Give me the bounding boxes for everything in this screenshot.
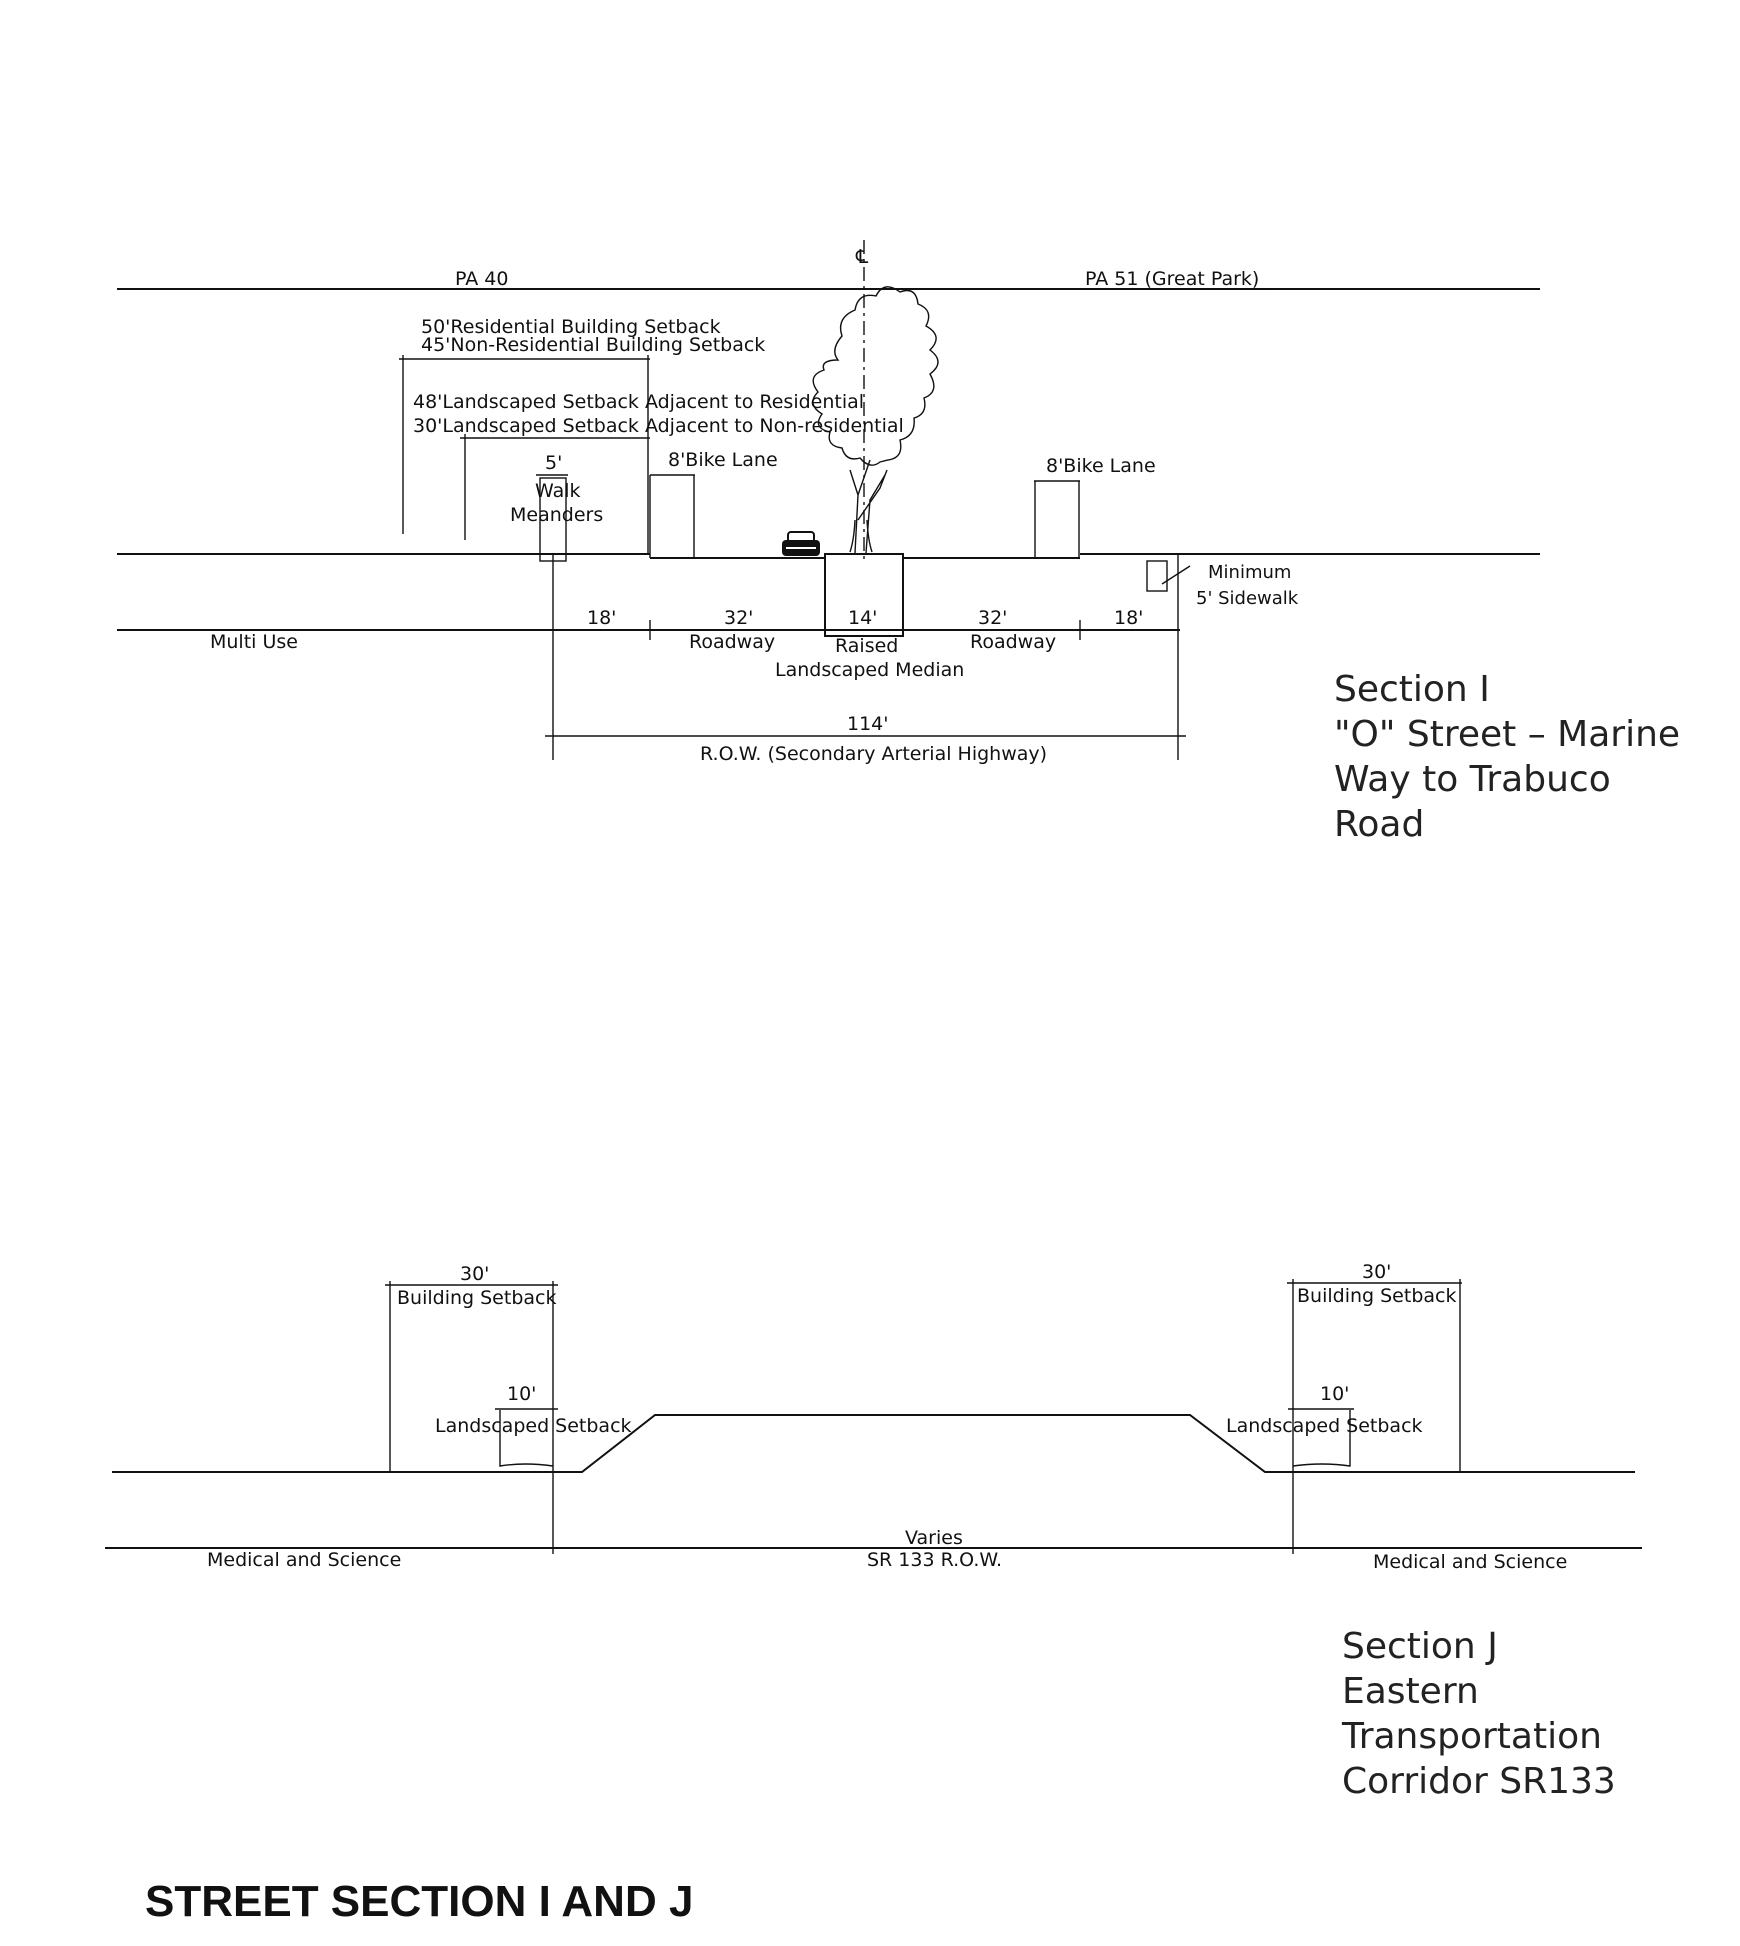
median-label-2: Landscaped Median xyxy=(775,659,964,681)
roadway-left-dim: 32' xyxy=(724,607,753,629)
bike-lane-left-label: 8'Bike Lane xyxy=(668,449,778,471)
page-title: STREET SECTION I AND J xyxy=(145,1877,693,1926)
right-area-label: PA 51 (Great Park) xyxy=(1085,268,1259,290)
section-j-title-1: Section J xyxy=(1342,1626,1498,1667)
walk-width-label: 5' xyxy=(545,452,562,474)
section-i-title-2: "O" Street – Marine xyxy=(1334,714,1680,755)
sr133-profile xyxy=(112,1414,1635,1473)
parkway-right-dim: 18' xyxy=(1114,607,1143,629)
row-label: R.O.W. (Secondary Arterial Highway) xyxy=(700,743,1047,765)
roadway-left-label: Roadway xyxy=(689,631,775,653)
right-landscaped-label: Landscaped Setback xyxy=(1226,1415,1423,1437)
left-setback-label: Building Setback xyxy=(397,1287,556,1309)
right-setback-label: Building Setback xyxy=(1297,1285,1456,1307)
bike-lane-right-label: 8'Bike Lane xyxy=(1046,455,1156,477)
roadway-right-dim: 32' xyxy=(978,607,1007,629)
right-land-use: Medical and Science xyxy=(1373,1551,1567,1573)
residential-setback-label: 50'Residential Building Setback xyxy=(421,316,721,338)
landscaped-nonresidential-label: 30'Landscaped Setback Adjacent to Non-re… xyxy=(413,415,904,437)
right-landscaped-dim: 10' xyxy=(1320,1383,1349,1405)
multi-use-label: Multi Use xyxy=(210,631,298,653)
left-landscape-area xyxy=(499,1410,554,1467)
car-icon xyxy=(782,531,820,556)
sidewalk-leader xyxy=(1161,565,1191,585)
section-i-title-4: Road xyxy=(1334,804,1424,845)
section-i-title-1: Section I xyxy=(1334,669,1490,710)
nonresidential-setback-label: 45'Non-Residential Building Setback xyxy=(421,334,765,356)
section-j: 30' Building Setback 10' Landscaped Setb… xyxy=(105,1261,1642,1802)
sidewalk-label: 5' Sidewalk xyxy=(1196,588,1299,609)
row-varies: Varies xyxy=(905,1527,963,1549)
raised-median xyxy=(824,553,904,637)
left-area-label: PA 40 xyxy=(455,268,508,290)
minimum-label: Minimum xyxy=(1208,562,1291,583)
parkway-left-dim: 18' xyxy=(587,607,616,629)
median-dim: 14' xyxy=(848,607,877,629)
roadway-right-label: Roadway xyxy=(970,631,1056,653)
section-i-title-3: Way to Trabuco xyxy=(1334,759,1611,800)
section-j-title-4: Corridor SR133 xyxy=(1342,1761,1616,1802)
left-land-use: Medical and Science xyxy=(207,1549,401,1571)
right-landscape-area xyxy=(1292,1410,1351,1467)
right-setback-dim: 30' xyxy=(1362,1261,1391,1283)
left-setback-dim: 30' xyxy=(460,1263,489,1285)
row-label-j: SR 133 R.O.W. xyxy=(867,1549,1002,1571)
section-j-title-3: Transportation xyxy=(1341,1716,1602,1757)
section-j-title-2: Eastern xyxy=(1342,1671,1479,1712)
centerline-symbol: ℄ xyxy=(855,246,869,268)
sidewalk-box xyxy=(1146,560,1168,592)
median-label-1: Raised xyxy=(835,635,898,657)
left-landscaped-label: Landscaped Setback xyxy=(435,1415,632,1437)
walk-label: Walk xyxy=(535,480,581,502)
landscaped-residential-label: 48'Landscaped Setback Adjacent to Reside… xyxy=(413,391,864,413)
left-landscaped-dim: 10' xyxy=(507,1383,536,1405)
section-i: PA 40 PA 51 (Great Park) ℄ 50'Residentia… xyxy=(117,240,1680,845)
meanders-label: Meanders xyxy=(510,504,603,526)
row-width-dim: 114' xyxy=(847,713,889,735)
tree-icon xyxy=(812,286,939,554)
